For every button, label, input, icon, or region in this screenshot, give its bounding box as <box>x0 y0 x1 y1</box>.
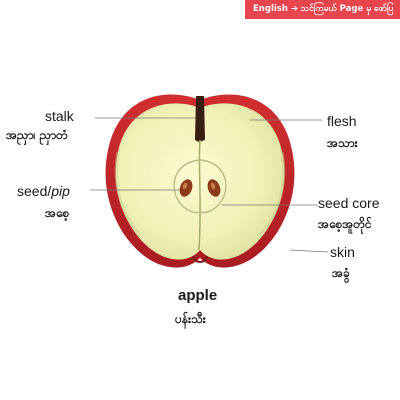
skin-leader <box>289 249 329 253</box>
top-banner[interactable]: English ➔ သင်ကြမယ် Page မှ ဖော်ပြ <box>245 0 400 19</box>
stalk-label-en: stalk <box>45 108 74 124</box>
title-my: ပန်းသီး <box>175 312 206 326</box>
pip-label: pip <box>51 183 70 199</box>
stalk-shape <box>195 96 205 142</box>
seed-core-label-my: အစေ့အူတိုင် <box>318 217 372 231</box>
seed-core-shape <box>173 159 227 214</box>
stalk-label-my: အညှာ၊ ညှာတံ <box>6 128 68 142</box>
flesh-label-my: အသား <box>327 136 358 150</box>
skin-label-en: skin <box>330 244 355 260</box>
flesh-label-en: flesh <box>327 113 357 129</box>
title-en: apple <box>178 287 218 304</box>
seed-label-my: အစေ့ <box>45 206 70 220</box>
seed-label-main: seed/ <box>17 183 52 199</box>
seed-core-label-en: seed core <box>318 195 380 211</box>
seed-label-en: seed/pip <box>17 183 70 199</box>
skin-label-my: အခွံ <box>332 266 350 280</box>
